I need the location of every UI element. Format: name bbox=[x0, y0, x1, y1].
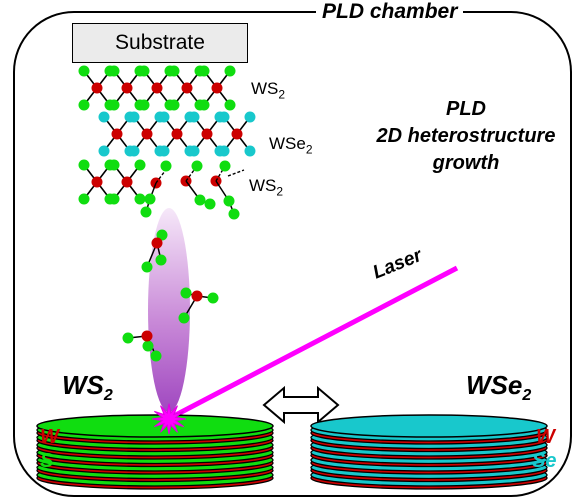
chalcogen-atom bbox=[188, 111, 200, 123]
chalcogen-atom bbox=[180, 287, 192, 299]
laser-beam bbox=[168, 265, 459, 421]
substrate-label: Substrate bbox=[115, 31, 205, 54]
chalcogen-atom bbox=[108, 99, 120, 111]
chalcogen-atom bbox=[78, 99, 90, 111]
swap-arrow-icon bbox=[262, 385, 340, 425]
target-top bbox=[310, 414, 548, 438]
chalcogen-atom bbox=[122, 332, 134, 344]
chalcogen-atom bbox=[178, 312, 190, 324]
right-element-se: Se bbox=[532, 450, 557, 472]
tungsten-atom bbox=[151, 237, 163, 249]
target-left-label: WS2 bbox=[62, 370, 113, 405]
process-line-1: PLD bbox=[446, 98, 486, 120]
chalcogen-atom bbox=[223, 195, 235, 207]
chamber-title: PLD chamber bbox=[316, 0, 464, 24]
laser-spot-icon bbox=[151, 403, 187, 435]
process-line-3: growth bbox=[432, 152, 500, 174]
chalcogen-atom bbox=[98, 111, 110, 123]
chalcogen-atom bbox=[78, 159, 90, 171]
chalcogen-atom bbox=[128, 145, 140, 157]
tungsten-atom bbox=[211, 82, 223, 94]
tungsten-atom bbox=[231, 128, 243, 140]
ws2-target bbox=[36, 414, 274, 490]
chalcogen-atom bbox=[188, 145, 200, 157]
left-element-w: W bbox=[40, 426, 59, 448]
ablated-fragments bbox=[122, 229, 219, 362]
crystal-lattice bbox=[78, 65, 256, 220]
chalcogen-atom bbox=[155, 254, 167, 266]
bond-dashed bbox=[227, 169, 245, 177]
chalcogen-atom bbox=[156, 229, 168, 241]
chalcogen-atom bbox=[244, 145, 256, 157]
chalcogen-atom bbox=[218, 145, 230, 157]
chalcogen-atom bbox=[138, 65, 150, 77]
chalcogen-atom bbox=[138, 99, 150, 111]
layer-label-bottom: WS2 bbox=[249, 176, 284, 199]
chalcogen-atom bbox=[158, 111, 170, 123]
target-right-label: WSe2 bbox=[466, 370, 532, 405]
tungsten-atom bbox=[141, 128, 153, 140]
substrate: Substrate bbox=[72, 23, 248, 63]
tungsten-atom bbox=[121, 176, 133, 188]
tungsten-atom bbox=[141, 330, 153, 342]
chalcogen-atom bbox=[224, 65, 236, 77]
chalcogen-atom bbox=[207, 292, 219, 304]
chalcogen-atom bbox=[204, 198, 216, 210]
tungsten-atom bbox=[121, 82, 133, 94]
chalcogen-atom bbox=[224, 99, 236, 111]
chalcogen-atom bbox=[150, 350, 162, 362]
chalcogen-atom bbox=[78, 193, 90, 205]
left-element-s: S bbox=[40, 450, 54, 472]
chalcogen-atom bbox=[142, 340, 154, 352]
chalcogen-atom bbox=[134, 193, 146, 205]
chalcogen-atom bbox=[168, 65, 180, 77]
chalcogen-atom bbox=[141, 261, 153, 273]
tungsten-atom bbox=[181, 82, 193, 94]
chalcogen-atom bbox=[158, 145, 170, 157]
chalcogen-atom bbox=[218, 111, 230, 123]
process-title: PLD 2D heterostructure growth bbox=[358, 96, 574, 177]
chalcogen-atom bbox=[194, 194, 206, 206]
tungsten-atom bbox=[201, 128, 213, 140]
chalcogen-atom bbox=[244, 111, 256, 123]
tungsten-atom bbox=[91, 82, 103, 94]
chalcogen-atom bbox=[98, 145, 110, 157]
tungsten-atom bbox=[171, 128, 183, 140]
chalcogen-atom bbox=[108, 65, 120, 77]
layer-label-middle: WSe2 bbox=[269, 134, 313, 157]
chamber-outline bbox=[13, 11, 572, 497]
tungsten-atom bbox=[91, 176, 103, 188]
chalcogen-atom bbox=[191, 160, 203, 172]
layer-label-top: WS2 bbox=[251, 79, 286, 102]
tungsten-atom bbox=[191, 290, 203, 302]
chalcogen-atom bbox=[219, 160, 231, 172]
tungsten-atom bbox=[151, 82, 163, 94]
chalcogen-atom bbox=[128, 111, 140, 123]
bond-dashed bbox=[215, 165, 226, 182]
chalcogen-atom bbox=[168, 99, 180, 111]
chalcogen-atom bbox=[144, 193, 156, 205]
chalcogen-atom bbox=[160, 160, 172, 172]
chalcogen-atom bbox=[140, 206, 152, 218]
chalcogen-atom bbox=[228, 208, 240, 220]
chalcogen-atom bbox=[198, 99, 210, 111]
right-element-w: W bbox=[536, 426, 555, 448]
process-line-2: 2D heterostructure bbox=[376, 125, 556, 147]
tungsten-atom bbox=[111, 128, 123, 140]
chalcogen-atom bbox=[198, 65, 210, 77]
chalcogen-atom bbox=[108, 159, 120, 171]
chalcogen-atom bbox=[108, 193, 120, 205]
chalcogen-atom bbox=[134, 159, 146, 171]
chalcogen-atom bbox=[78, 65, 90, 77]
wse2-target bbox=[310, 414, 548, 490]
